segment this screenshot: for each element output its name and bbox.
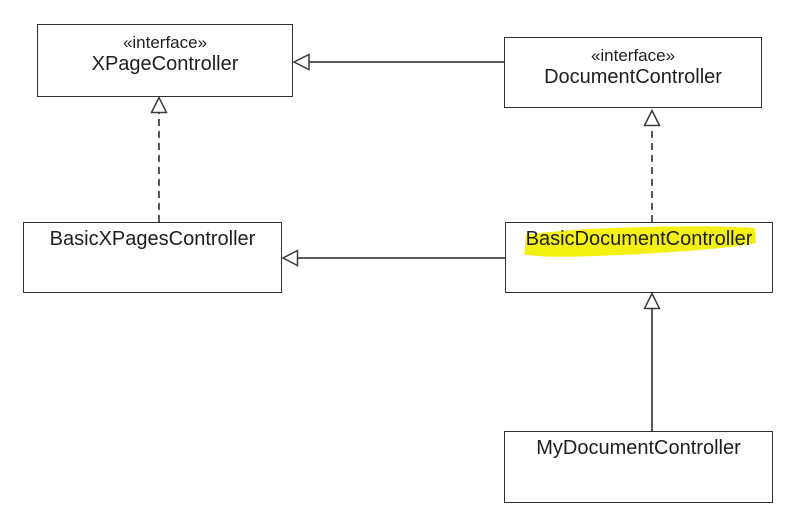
class-box-basicdocumentcontroller: BasicDocumentController bbox=[505, 222, 773, 293]
open-triangle-arrowhead-icon bbox=[643, 291, 661, 310]
class-box-basicxpagescontroller: BasicXPagesController bbox=[23, 222, 282, 293]
class-box-xpagecontroller: «interface» XPageController bbox=[37, 24, 293, 97]
open-triangle-arrowhead-icon bbox=[643, 108, 661, 127]
open-triangle-arrowhead-icon bbox=[292, 53, 310, 71]
class-box-documentcontroller: «interface» DocumentController bbox=[504, 37, 762, 108]
stereotype-label: «interface» bbox=[122, 33, 208, 52]
class-name: BasicDocumentController bbox=[525, 228, 753, 250]
class-name: MyDocumentController bbox=[536, 437, 741, 459]
class-name: XPageController bbox=[91, 53, 239, 75]
open-triangle-arrowhead-icon bbox=[150, 95, 168, 114]
open-triangle-arrowhead-icon bbox=[281, 249, 299, 267]
class-name: DocumentController bbox=[544, 66, 722, 88]
class-name: BasicXPagesController bbox=[49, 228, 256, 250]
stereotype-label: «interface» bbox=[590, 46, 676, 65]
class-box-mydocumentcontroller: MyDocumentController bbox=[504, 431, 773, 503]
